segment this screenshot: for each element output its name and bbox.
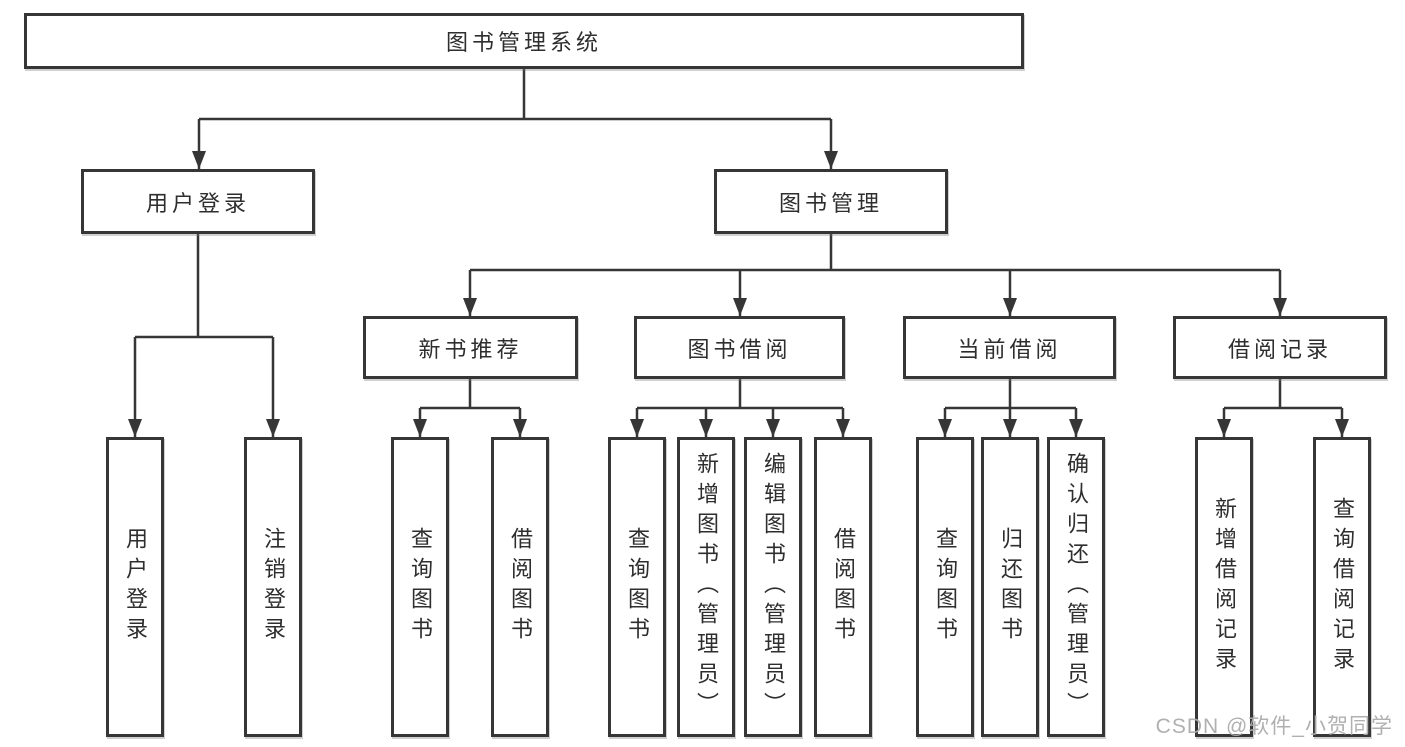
leaf-query-books: 查询图书 xyxy=(391,437,449,737)
node-borrowing-records: 借阅记录 xyxy=(1173,316,1387,379)
watermark: CSDN @软件_小贺同学 xyxy=(1155,715,1393,738)
leaf-logout: 注销登录 xyxy=(244,437,302,737)
connector-new-book xyxy=(420,379,520,410)
connector-book-borrow xyxy=(637,379,843,410)
connector-root xyxy=(199,68,831,121)
connector-borrow-records xyxy=(1224,379,1342,410)
leaf-add-book-admin: 新增图书（管理员） xyxy=(677,437,735,737)
leaf-return-books: 归还图书 xyxy=(981,437,1039,737)
node-user-login: 用户登录 xyxy=(81,169,315,234)
connector-current-borrow xyxy=(945,379,1076,410)
connector-book-management xyxy=(470,234,1280,272)
leaf-query-books: 查询图书 xyxy=(608,437,666,737)
leaf-confirm-return-admin: 确认归还（管理员） xyxy=(1047,437,1105,737)
leaf-borrow-books: 借阅图书 xyxy=(814,437,872,737)
leaf-query-books: 查询图书 xyxy=(916,437,974,737)
node-new-book-recommend: 新书推荐 xyxy=(363,316,578,379)
leaf-query-borrow-record: 查询借阅记录 xyxy=(1313,437,1371,737)
node-book-management: 图书管理 xyxy=(714,169,948,234)
node-current-borrowing: 当前借阅 xyxy=(903,316,1116,379)
leaf-user-login: 用户登录 xyxy=(106,437,164,737)
leaf-edit-book-admin: 编辑图书（管理员） xyxy=(744,437,802,737)
node-library-system: 图书管理系统 xyxy=(24,13,1024,69)
connector-user-login xyxy=(135,234,273,339)
leaf-add-borrow-record: 新增借阅记录 xyxy=(1195,437,1253,737)
node-book-borrowing: 图书借阅 xyxy=(634,316,845,379)
leaf-borrow-books: 借阅图书 xyxy=(491,437,549,737)
